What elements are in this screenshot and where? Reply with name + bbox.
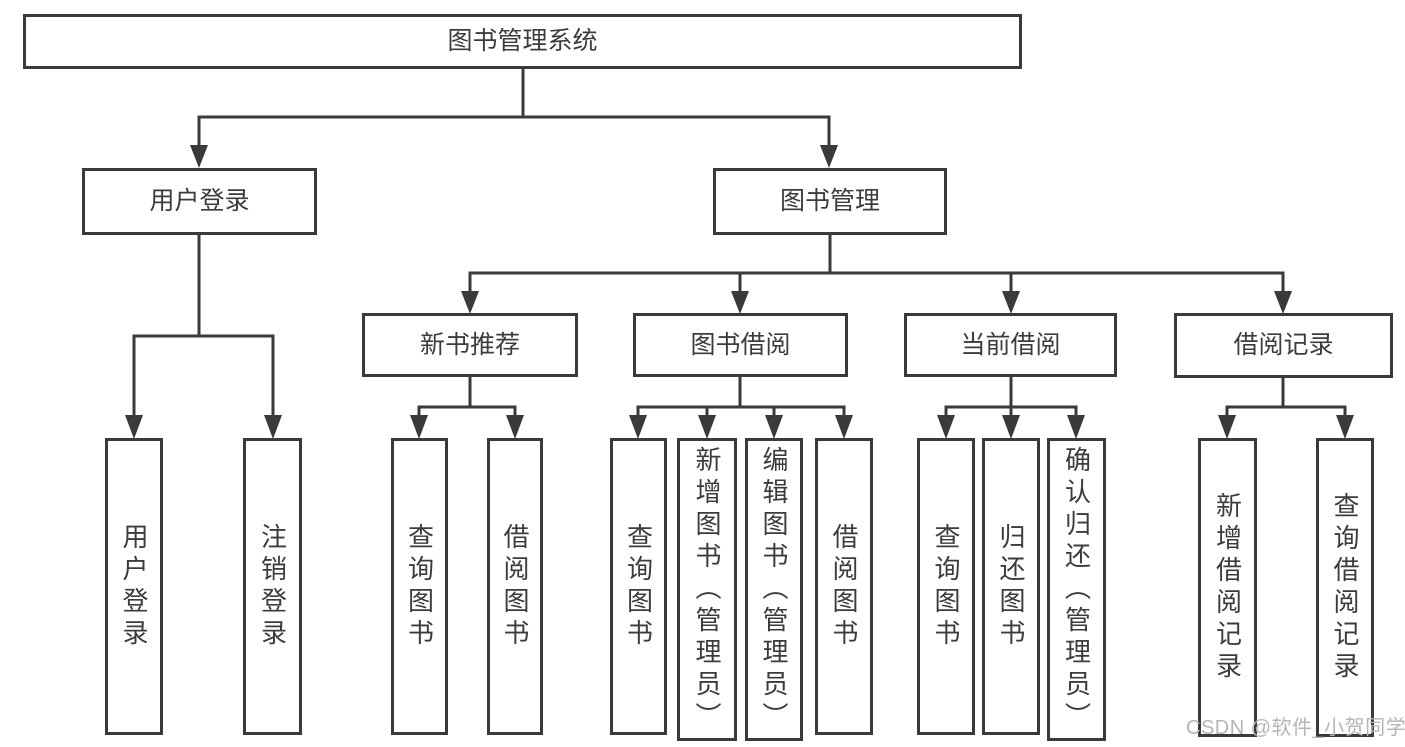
node-label: 归还图书 [996, 522, 1026, 651]
node-label: 查询借阅记录 [1330, 491, 1360, 684]
node-user-login: 用户登录 [82, 168, 317, 235]
node-label: 借阅图书 [829, 522, 859, 651]
node-label: 用户登录 [149, 187, 250, 215]
node-book-borrowing: 图书借阅 [633, 313, 848, 377]
watermark-text: CSDN @软件_小贺同学 [1186, 717, 1405, 739]
leaf-query-borrow-record: 查询借阅记录 [1316, 438, 1374, 737]
node-label: 查询图书 [931, 522, 961, 651]
node-label: 借阅记录 [1233, 331, 1334, 359]
leaf-add-book-admin: 新增图书（管理员） [677, 438, 737, 741]
arrowheads [125, 145, 1354, 439]
leaf-add-borrow-record: 新增借阅记录 [1198, 438, 1257, 737]
node-label: 新增图书（管理员） [692, 445, 722, 734]
node-book-management: 图书管理 [713, 168, 947, 235]
leaf-logout: 注销登录 [243, 438, 302, 735]
leaf-edit-book-admin: 编辑图书（管理员） [745, 438, 803, 741]
leaf-query-book-borrowing: 查询图书 [610, 438, 667, 735]
node-label: 图书借阅 [690, 330, 791, 359]
node-label: 编辑图书（管理员） [759, 445, 789, 734]
node-new-book-recommendation: 新书推荐 [362, 313, 578, 377]
node-label: 新增借阅记录 [1212, 491, 1243, 684]
node-borrowing-records: 借阅记录 [1174, 313, 1393, 378]
node-label: 图书管理系统 [447, 27, 598, 55]
node-library-management-system: 图书管理系统 [23, 14, 1022, 69]
node-label: 确认归还（管理员） [1061, 445, 1092, 734]
leaf-user-login: 用户登录 [105, 438, 163, 735]
node-label: 当前借阅 [960, 330, 1061, 359]
leaf-return-book: 归还图书 [982, 438, 1040, 735]
node-label: 图书管理 [779, 187, 880, 215]
node-label: 用户登录 [119, 522, 149, 651]
leaf-borrow-book-recommend: 借阅图书 [487, 438, 543, 735]
node-label: 新书推荐 [419, 330, 520, 359]
leaf-query-book-recommend: 查询图书 [391, 438, 448, 735]
node-label: 注销登录 [257, 522, 288, 651]
node-label: 查询图书 [623, 522, 654, 651]
node-label: 借阅图书 [500, 522, 530, 651]
leaf-borrow-book-borrowing: 借阅图书 [815, 438, 873, 735]
leaf-confirm-return-admin: 确认归还（管理员） [1047, 438, 1106, 741]
leaf-query-book-current: 查询图书 [917, 438, 975, 735]
node-label: 查询图书 [404, 522, 435, 651]
node-current-borrowing: 当前借阅 [904, 313, 1117, 377]
